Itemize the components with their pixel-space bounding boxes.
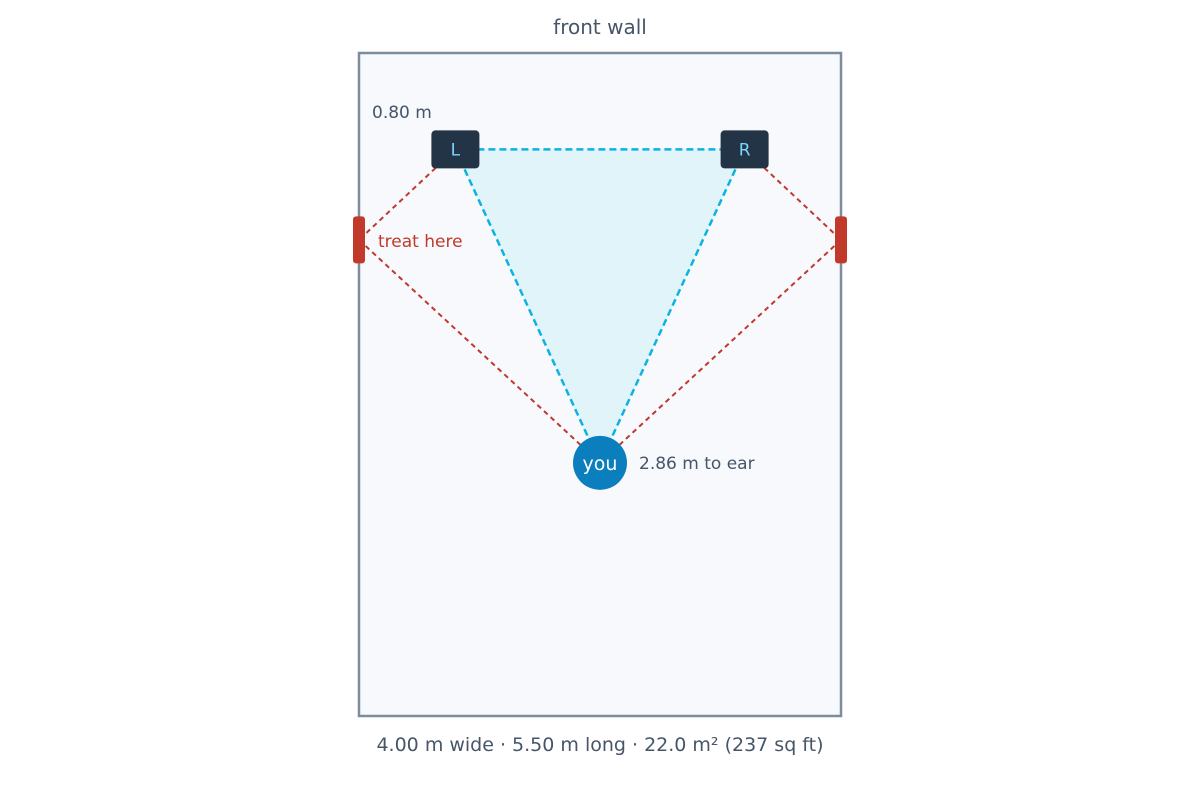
stereo-triangle [455, 149, 745, 463]
speaker-left [431, 130, 480, 169]
triangle-edge-right [598, 148, 746, 464]
reflection-panel-right [835, 216, 847, 264]
reflection-line-left-listener [358, 239, 601, 464]
front-wall-label: front wall [553, 15, 647, 39]
reflection-line-right-listener [599, 239, 842, 464]
speaker-right-label: R [739, 140, 751, 160]
reflection-label: treat here [378, 232, 463, 252]
listener-distance-label: 2.86 m to ear [639, 454, 755, 474]
listener-label: you [583, 453, 618, 475]
speaker-left-label: L [451, 140, 461, 160]
triangle-edge-left [454, 148, 602, 464]
listener-position [573, 435, 627, 490]
speaker-right [720, 130, 769, 169]
reflection-panel-left [353, 216, 365, 264]
speaker-distance-label: 0.80 m [372, 103, 432, 123]
room-dimensions-summary: 4.00 m wide · 5.50 m long · 22.0 m² (237… [376, 734, 823, 756]
